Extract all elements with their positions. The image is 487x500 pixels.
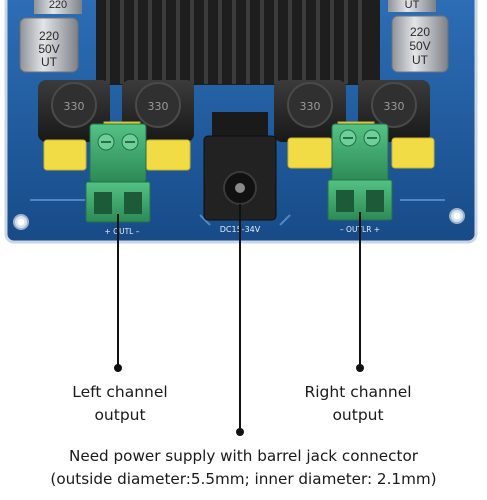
left-output-terminal — [85, 123, 151, 223]
caption-right-channel: Right channel output — [288, 381, 428, 427]
inductor-2-label: 330 — [148, 100, 169, 113]
inductor-4-label: 330 — [384, 100, 405, 113]
caption-power-line-2: (outside diameter:5.5mm; inner diameter:… — [50, 470, 437, 488]
caption-left-line-1: Left channel — [72, 383, 168, 401]
caption-left-channel: Left channel output — [50, 381, 190, 427]
capacitor-right-code: UT — [412, 53, 429, 67]
heatsink — [96, 0, 380, 85]
inductor-3-label: 330 — [300, 100, 321, 113]
capacitor-top-left-value: 220 — [49, 0, 67, 11]
capacitor-left: 220 50V UT — [19, 17, 79, 73]
caption-right-line-1: Right channel — [304, 383, 412, 401]
capacitor-top-right-code: UT — [405, 0, 420, 11]
caption-right-line-2: output — [332, 406, 384, 424]
capacitor-left-voltage: 50V — [38, 42, 59, 56]
capacitor-top-left: 220 — [34, 0, 82, 14]
silk-left-output: + OUTL – — [105, 227, 140, 236]
capacitor-top-right: UT — [388, 0, 436, 12]
pointer-left — [114, 214, 122, 372]
capacitor-left-value: 220 — [39, 29, 59, 43]
capacitor-right-value: 220 — [410, 25, 430, 39]
caption-power-line-1: Need power supply with barrel jack conne… — [69, 447, 418, 465]
inductor-3: 330 — [274, 80, 346, 142]
pointer-power — [236, 204, 244, 436]
pointer-right — [356, 212, 364, 372]
caption-power-requirement: Need power supply with barrel jack conne… — [0, 445, 487, 491]
dc-barrel-jack — [203, 112, 277, 221]
capacitor-right: 220 50V UT — [391, 15, 449, 73]
capacitor-right-voltage: 50V — [409, 39, 430, 53]
right-output-terminal — [327, 123, 393, 221]
capacitor-left-code: UT — [41, 55, 58, 69]
caption-left-line-2: output — [94, 406, 146, 424]
film-capacitors — [43, 121, 435, 171]
inductor-1-label: 330 — [64, 100, 85, 113]
